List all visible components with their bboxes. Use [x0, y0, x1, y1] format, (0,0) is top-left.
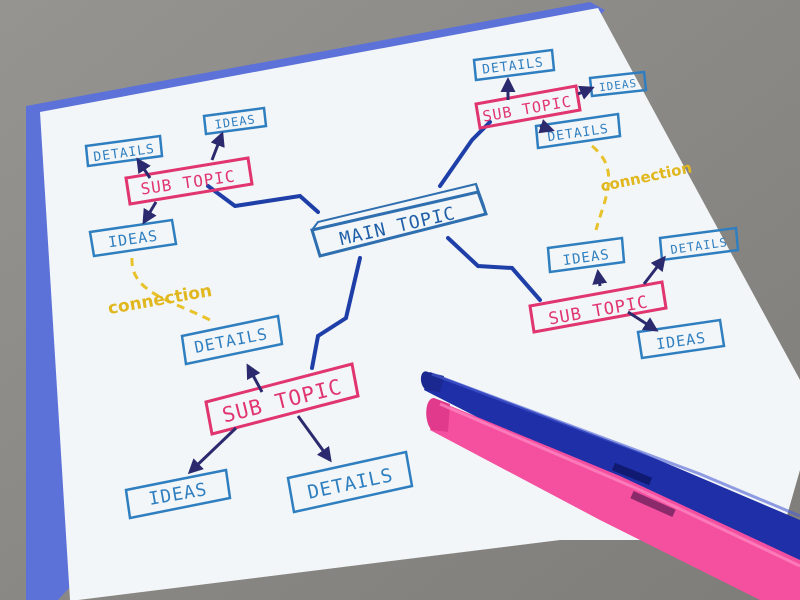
- arrow-bl-details2: [296, 415, 332, 463]
- arrow-br-ideas2: [627, 310, 659, 332]
- main-topic: MAIN TOPIC: [310, 182, 488, 258]
- ideas-bottom-right-label: IDEAS: [562, 247, 611, 269]
- subtopic-top-left: SUB TOPIC DETAILS IDEAS IDEAS connection: [84, 106, 268, 322]
- arrow-tr-details2: [538, 119, 555, 134]
- branch-bottom-left: [310, 256, 362, 370]
- connection-dash-left: [130, 257, 211, 322]
- branch-bottom-right: [446, 236, 542, 302]
- blue-marker: [420, 371, 800, 560]
- branch-top-left: [206, 184, 320, 214]
- arrow-tl-details: [136, 157, 152, 179]
- arrow-br-ideas: [592, 269, 608, 287]
- details-top-right-label: DETAILS: [481, 55, 544, 77]
- arrow-tl-ideas2: [142, 201, 158, 225]
- ideas-top-right-label: IDEAS: [598, 77, 637, 95]
- arrow-tr-ideas: [577, 85, 595, 100]
- arrow-bl-details: [246, 363, 264, 393]
- arrow-br-details: [642, 255, 666, 285]
- connection-dash-right: [591, 144, 611, 231]
- pink-marker: [426, 398, 800, 600]
- arrow-tl-ideas: [210, 131, 225, 161]
- ideas-top-left-label: IDEAS: [214, 112, 257, 132]
- arrow-bl-ideas: [187, 426, 238, 475]
